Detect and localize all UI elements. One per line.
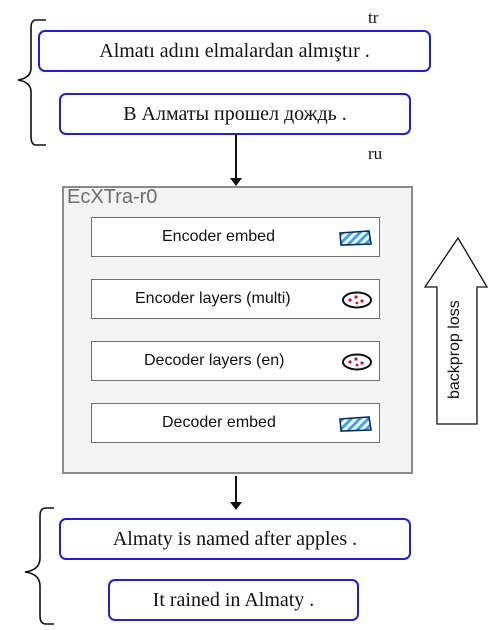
target-sentence-bottom: It rained in Almaty . bbox=[108, 579, 359, 621]
backprop-loss-label: backprop loss bbox=[446, 300, 463, 399]
hatched-embedding-icon bbox=[339, 230, 372, 246]
source-language-label-top: tr bbox=[368, 8, 379, 27]
target-brace bbox=[24, 507, 54, 625]
dotted-ellipse-icon bbox=[342, 291, 372, 309]
module-label: Encoder embed bbox=[162, 228, 275, 245]
source-sentence-top: Almatı adını elmalardan almıştır . bbox=[38, 30, 431, 72]
target-sentence-top: Almaty is named after apples . bbox=[59, 518, 411, 560]
arrow-model-to-target-head bbox=[230, 502, 242, 510]
arrow-source-to-model-head bbox=[230, 178, 242, 186]
source-brace bbox=[17, 19, 46, 146]
module-decoder-layers: Decoder layers (en) bbox=[91, 341, 380, 381]
module-label: Encoder layers (multi) bbox=[135, 290, 291, 307]
source-sentence-bottom: В Алматы прошел дождь . bbox=[59, 93, 411, 135]
hatched-embedding-icon bbox=[339, 416, 372, 432]
model-name: EcXTra-r0 bbox=[67, 186, 158, 208]
source-language-label-bottom: ru bbox=[368, 144, 383, 163]
module-decoder-embed: Decoder embed bbox=[91, 403, 380, 443]
module-encoder-embed: Encoder embed bbox=[91, 217, 380, 257]
module-encoder-layers: Encoder layers (multi) bbox=[91, 279, 380, 319]
module-label: Decoder embed bbox=[162, 414, 276, 431]
module-label: Decoder layers (en) bbox=[144, 352, 285, 369]
dotted-ellipse-icon bbox=[342, 353, 372, 371]
backprop-arrow bbox=[423, 236, 489, 425]
